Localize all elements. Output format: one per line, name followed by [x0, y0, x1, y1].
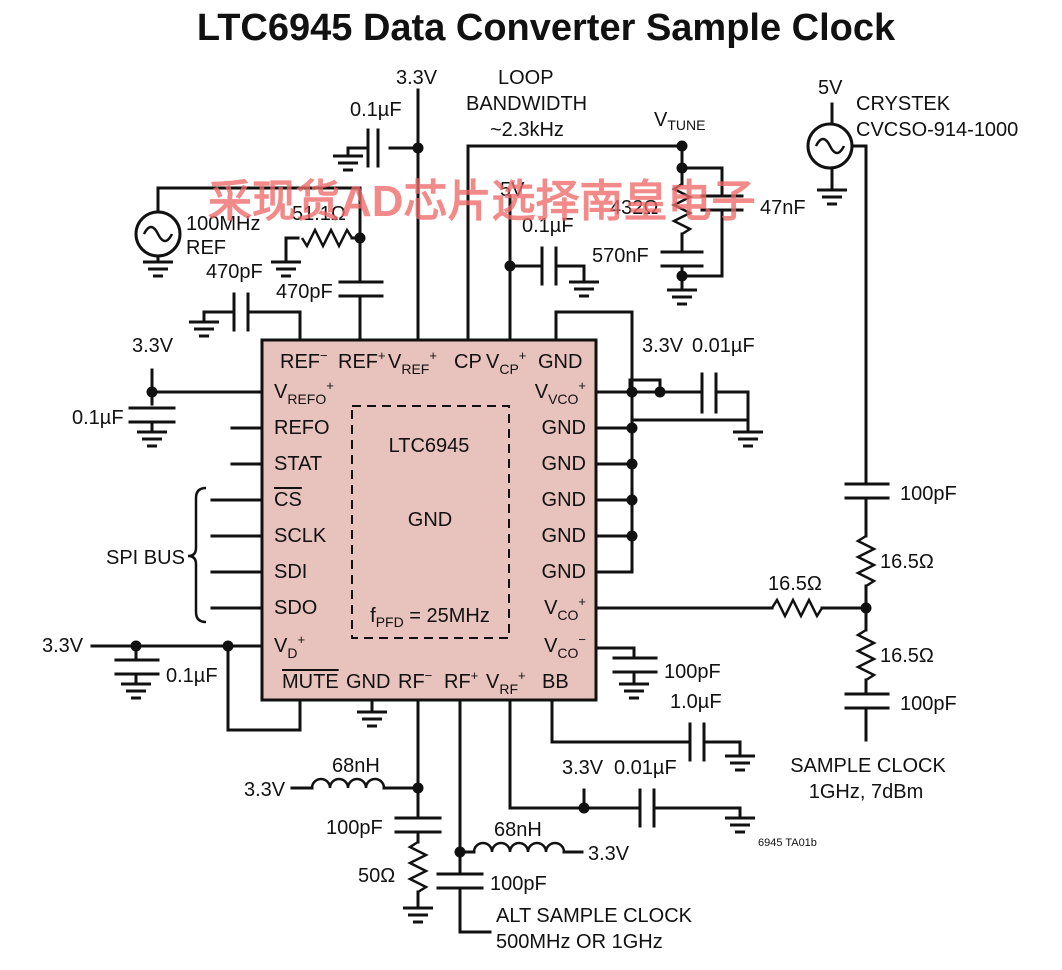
sample-clock-label-2: 1GHz, 7dBm	[809, 781, 923, 803]
ic-part-label: LTC6945	[389, 435, 470, 457]
ic-pin-right-2: GND	[542, 453, 586, 475]
c-ref-minus-label: 470pF	[206, 261, 263, 283]
ref-name-label: REF	[186, 237, 226, 259]
ic-pin-top-5: GND	[538, 351, 582, 373]
vref-supply-label: 3.3V	[396, 67, 438, 89]
alt-clock-label-1: ALT SAMPLE CLOCK	[496, 905, 693, 927]
vcp-supply-label: 5V	[500, 179, 525, 201]
vtune-label: VTUNE	[654, 109, 705, 133]
ic-pin-top-1: REF+	[338, 348, 386, 373]
alt-clock-label-2: 500MHz OR 1GHz	[496, 931, 663, 953]
vd-cap-label: 0.1µF	[166, 665, 218, 687]
vvco-cap-label: 0.01µF	[692, 335, 755, 357]
vcp-cap-label: 0.1µF	[522, 215, 574, 237]
vco-shunt-r2-label: 16.5Ω	[880, 645, 934, 667]
ref-source-symbol	[134, 210, 182, 258]
c-loop-big-label: 570nF	[592, 245, 649, 267]
bb-cap-label: 1.0µF	[670, 691, 722, 713]
vco-source-symbol	[806, 122, 854, 170]
ic-pin-top-3: CP	[454, 351, 482, 373]
ic-pin-right-7: VCO−	[544, 632, 586, 661]
ref-freq-label: 100MHz	[186, 213, 260, 235]
ic-pin-top-4: VCP+	[486, 348, 526, 377]
vvco-supply-label: 3.3V	[642, 335, 684, 357]
ic-pin-left-7: VD+	[274, 632, 305, 661]
ic-pin-bottom-1: GND	[346, 671, 390, 693]
ic-pin-right-1: GND	[542, 417, 586, 439]
ic-body	[260, 338, 598, 702]
watermark-text: 采现货AD芯片选择南皇电子	[208, 177, 756, 226]
diagram-title: LTC6945 Data Converter Sample Clock	[197, 7, 896, 49]
r-loop-label: 432Ω	[610, 197, 658, 219]
vref-cap-label: 0.1µF	[350, 99, 402, 121]
ic-pin-bottom-2: RF−	[398, 668, 432, 693]
ic-pin-bottom-3: RF+	[444, 668, 478, 693]
vco-supply-label: 5V	[818, 77, 843, 99]
fpfd-label: fPFD = 25MHz	[370, 605, 490, 630]
rf-plus-inductor-label: 68nH	[494, 819, 542, 841]
ic-center-gnd-label: GND	[408, 509, 452, 531]
c-ref-plus-label: 470pF	[276, 281, 333, 303]
rf-minus-cap-label: 100pF	[326, 817, 383, 839]
ic-pin-bottom-5: BB	[542, 671, 569, 693]
ic-pin-top-0: REF−	[280, 348, 328, 373]
ic-pin-left-3: CS	[274, 489, 302, 511]
ic-pin-bottom-0: MUTE	[282, 671, 339, 693]
vrefo-cap-label: 0.1µF	[72, 407, 124, 429]
vco-top-cap-label: 100pF	[900, 483, 957, 505]
wiring	[90, 88, 890, 934]
loop-label-1: LOOP	[498, 67, 554, 89]
ic-pin-left-0: VREFO+	[274, 378, 334, 407]
c-loop-small-label: 47nF	[760, 197, 806, 219]
vd-supply-label: 3.3V	[42, 635, 84, 657]
ic-pin-bottom-4: VRF+	[486, 668, 526, 697]
vco-minus-cap-label: 100pF	[664, 661, 721, 683]
rf-minus-inductor-label: 68nH	[332, 755, 380, 777]
ic-pin-right-3: GND	[542, 489, 586, 511]
vrf-supply-label: 3.3V	[562, 757, 604, 779]
rf-minus-supply-label: 3.3V	[244, 779, 286, 801]
ic-pin-left-4: SCLK	[274, 525, 327, 547]
ic-pin-left-5: SDI	[274, 561, 307, 583]
rf-plus-supply-label: 3.3V	[588, 843, 630, 865]
ic-pin-right-0: VVCO+	[535, 378, 586, 407]
r-ref-label: 51.1Ω	[292, 203, 346, 225]
vco-series-r-label: 16.5Ω	[768, 573, 822, 595]
ic-pin-left-6: SDO	[274, 597, 317, 619]
ic-pin-left-1: REFO	[274, 417, 330, 439]
crystek-label-1: CRYSTEK	[856, 93, 951, 115]
spi-bus-label: SPI BUS	[106, 547, 185, 569]
vco-out-cap-label: 100pF	[900, 693, 957, 715]
ic-pin-right-6: VCO+	[544, 594, 586, 623]
figure-id-label: 6945 TA01b	[758, 837, 817, 849]
vrefo-supply-label: 3.3V	[132, 335, 174, 357]
exposed-pad-outline	[351, 405, 510, 639]
rf-minus-r-label: 50Ω	[358, 865, 395, 887]
sample-clock-label-1: SAMPLE CLOCK	[790, 755, 946, 777]
crystek-label-2: CVCSO-914-1000	[856, 119, 1018, 141]
ic-pin-top-2: VREF+	[388, 348, 437, 377]
ic-pin-right-4: GND	[542, 525, 586, 547]
loop-label-2: BANDWIDTH	[466, 93, 587, 115]
ic-pin-left-2: STAT	[274, 453, 322, 475]
vco-shunt-r1-label: 16.5Ω	[880, 551, 934, 573]
ic-pin-right-5: GND	[542, 561, 586, 583]
vrf-cap-label: 0.01µF	[614, 757, 677, 779]
rf-plus-cap-label: 100pF	[490, 873, 547, 895]
loop-label-3: ~2.3kHz	[490, 119, 564, 141]
